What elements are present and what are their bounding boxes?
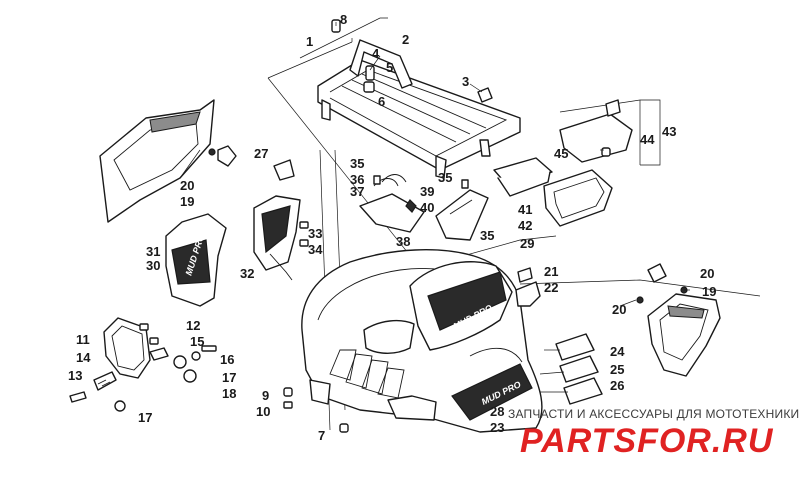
callout-9: 9	[262, 388, 269, 403]
callout-40: 40	[420, 200, 434, 215]
callout-19-left: 19	[180, 194, 194, 209]
callout-30: 30	[146, 258, 160, 273]
front-left-fender-panel: MUD PRO	[165, 213, 227, 307]
callout-23: 23	[490, 420, 504, 435]
callout-36: 36	[350, 172, 364, 187]
callout-28: 28	[490, 404, 504, 419]
callout-35a: 35	[350, 156, 364, 171]
callout-20-right-top: 20	[700, 266, 714, 281]
inner-front-panel	[253, 195, 309, 281]
callout-43: 43	[662, 124, 676, 139]
callout-17a: 17	[222, 370, 236, 385]
decal-sheets	[555, 333, 603, 405]
front-fender-body: MUD PRO MUD PRO	[301, 249, 543, 433]
callout-37: 37	[350, 184, 364, 199]
callout-17b: 17	[138, 410, 152, 425]
callout-44: 44	[640, 132, 655, 147]
callout-7: 7	[318, 428, 325, 443]
callout-14: 14	[76, 350, 91, 365]
callout-leaders	[179, 22, 690, 393]
callout-32: 32	[240, 266, 254, 281]
callout-21: 21	[544, 264, 558, 279]
callout-41: 41	[518, 202, 532, 217]
callout-22: 22	[544, 280, 558, 295]
watermark: ЗАПЧАСТИ И АКСЕССУАРЫ ДЛЯ МОТОТЕХНИКИ PA…	[508, 407, 799, 460]
callout-38: 38	[396, 234, 410, 249]
callout-26: 26	[610, 378, 624, 393]
callout-35c: 35	[480, 228, 494, 243]
bracket-mount	[515, 267, 541, 307]
callout-33: 33	[308, 226, 322, 241]
callout-42: 42	[518, 218, 532, 233]
callout-1: 1	[306, 34, 313, 49]
callout-39: 39	[420, 184, 434, 199]
callout-27: 27	[254, 146, 268, 161]
callout-2: 2	[402, 32, 409, 47]
callout-3: 3	[462, 74, 469, 89]
small-shield-piece	[273, 159, 295, 181]
callout-20-left: 20	[180, 178, 194, 193]
callout-45: 45	[554, 146, 568, 161]
callout-13: 13	[68, 368, 82, 383]
callout-5: 5	[386, 60, 393, 75]
callout-4: 4	[372, 46, 380, 61]
callout-12: 12	[186, 318, 200, 333]
callout-20-right: 20	[612, 302, 626, 317]
callout-labels: 1 2 3 4 5 6 7 8 9 10 11 12 13 14 15 16 1…	[68, 12, 716, 443]
callout-25: 25	[610, 362, 624, 377]
small-fasteners	[283, 387, 349, 433]
callout-35b: 35	[438, 170, 452, 185]
storage-box	[493, 99, 633, 227]
callout-16: 16	[220, 352, 234, 367]
center-brackets	[359, 174, 489, 241]
callout-24: 24	[610, 344, 625, 359]
watermark-tagline: ЗАПЧАСТИ И АКСЕССУАРЫ ДЛЯ МОТОТЕХНИКИ	[508, 407, 799, 421]
callout-19-right: 19	[702, 284, 716, 299]
watermark-brand: PARTSFOR.RU	[520, 422, 774, 460]
callout-29: 29	[520, 236, 534, 251]
headlight-assembly	[69, 317, 217, 412]
left-side-panel	[99, 99, 237, 223]
callout-34: 34	[308, 242, 323, 257]
callout-11: 11	[76, 332, 90, 347]
right-side-panel	[636, 263, 721, 377]
callout-10: 10	[256, 404, 270, 419]
callout-8: 8	[340, 12, 347, 27]
callout-6: 6	[378, 94, 385, 109]
callout-31: 31	[146, 244, 160, 259]
rear-cargo-rack	[317, 39, 521, 179]
callout-18: 18	[222, 386, 236, 401]
callout-15: 15	[190, 334, 204, 349]
